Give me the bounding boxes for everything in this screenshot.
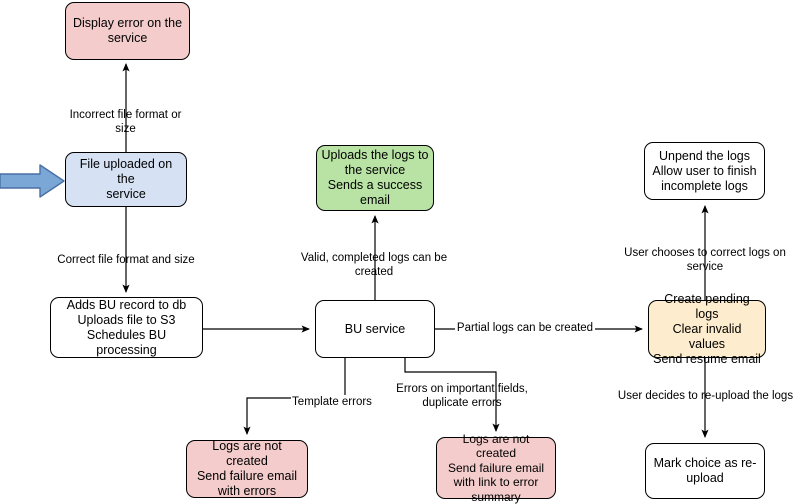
node-mark-choice-reupload[interactable]: Mark choice as re- upload <box>645 443 765 499</box>
node-unpend-logs[interactable]: Unpend the logs Allow user to finish inc… <box>644 142 765 200</box>
edge-label-user-chooses-correct-logs: User chooses to correct logs on service <box>624 247 786 273</box>
edge-label-incorrect-file-format: Incorrect file format or size <box>69 109 182 135</box>
node-logs-not-created-error-summary[interactable]: Logs are not created Send failure email … <box>436 432 556 504</box>
node-bu-service[interactable]: BU service <box>315 300 435 358</box>
node-logs-not-created-template[interactable]: Logs are not created Send failure email … <box>186 439 308 498</box>
node-uploads-logs-success[interactable]: Uploads the logs to the service Sends a … <box>316 145 434 211</box>
edge-label-valid-completed-logs: Valid, completed logs can be created <box>300 252 448 278</box>
node-display-error[interactable]: Display error on the service <box>65 2 190 60</box>
edge-label-user-decides-reupload: User decides to re-upload the logs <box>617 390 794 402</box>
node-adds-bu-record[interactable]: Adds BU record to db Uploads file to S3 … <box>50 297 203 358</box>
edge-label-template-errors: Template errors <box>291 395 373 409</box>
start-arrow-icon <box>0 164 65 198</box>
edge-label-partial-logs: Partial logs can be created <box>455 321 595 335</box>
edge-label-errors-important-fields: Errors on important fields, duplicate er… <box>396 383 528 409</box>
node-file-uploaded-on-the-service[interactable]: File uploaded on the service <box>65 152 187 207</box>
node-create-pending-logs[interactable]: Create pending logs Clear invalid values… <box>648 292 766 366</box>
edge-label-correct-file-format: Correct file format and size <box>57 254 195 266</box>
